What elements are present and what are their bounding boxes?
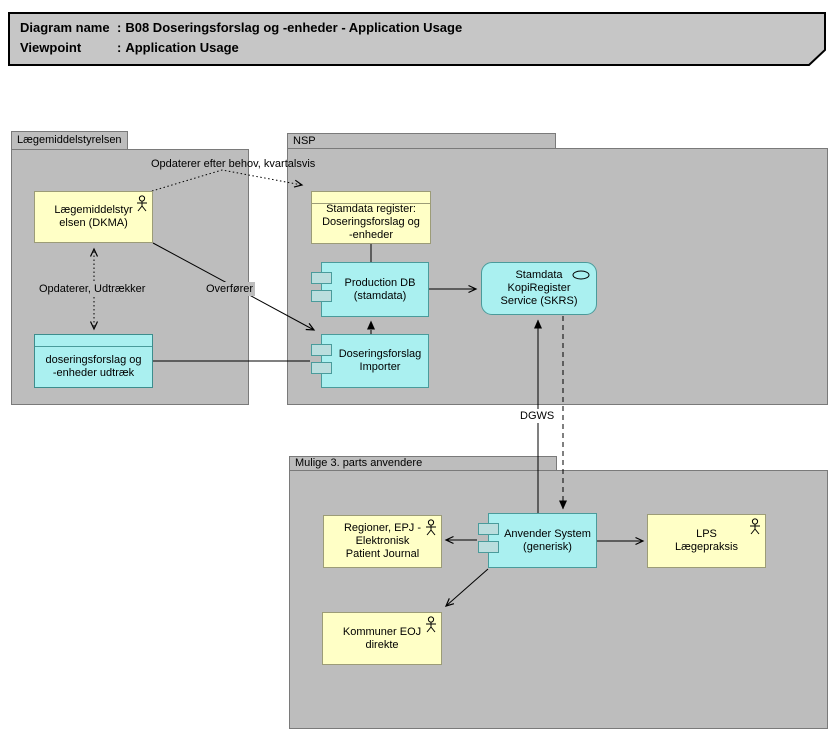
node-label-line: Stamdata [515,269,563,281]
node-label-line: Anvender System [504,527,591,540]
node-laegemiddelstyrelsen-dkma[interactable]: Lægemiddelstyr elsen (DKMA) [34,191,153,243]
component-tab-icon [311,362,332,374]
node-label-line: direkte [365,638,399,651]
group-tab-nsp[interactable]: NSP [287,133,556,149]
node-label-line: Lægemiddelstyr [54,204,133,216]
diagram-title: Diagram name:B08 Doseringsforslag og -en… [20,18,462,58]
node-label-line: -enheder [348,229,394,241]
group-tab-mulige-parts-anvendere[interactable]: Mulige 3. parts anvendere [289,456,557,471]
node-label-line: Lægepraksis [675,541,738,553]
group-body-mulige-parts-anvendere[interactable] [289,470,828,729]
data-object-band [35,335,152,347]
edge-label-dgws: DGWS [518,409,557,423]
node-label-line: Kommuner EOJ [342,625,422,638]
component-tab-icon [311,290,332,302]
node-label-line: LPS [696,528,717,540]
node-label-line: doseringsforslag og [45,353,142,366]
group-tab-laegemiddelstyrelsen[interactable]: Lægemiddelstyrelsen [11,131,128,150]
title-row-value: Application Usage [125,40,239,55]
node-label-line: Service (SKRS) [500,295,578,307]
title-separator: : [117,40,122,55]
node-label-line: Doseringsforslag og [322,216,420,228]
node-label-line: Production DB [344,276,416,289]
edge-label-overfoerer: Overfører [204,282,256,296]
actor-icon [750,518,760,535]
node-label-line: Elektronisk [355,535,410,547]
actor-icon [426,616,436,633]
title-row-value: B08 Doseringsforslag og -enheder - Appli… [125,20,463,35]
edge-label-opdaterer-udtraekker: Opdaterer, Udtrækker [37,282,148,296]
node-label-line: (generisk) [523,540,572,553]
title-row-label: Diagram name [20,20,110,35]
node-kommuner-eoj[interactable]: Kommuner EOJ direkte [322,612,442,665]
node-stamdata-register[interactable]: Stamdata register: Doseringsforslag og -… [311,191,431,244]
node-production-db[interactable]: Production DB (stamdata) [311,262,429,317]
component-tab-icon [311,272,332,284]
node-regioner-epj[interactable]: Regioner, EPJ - Elektronisk Patient Jour… [323,515,442,568]
node-label-line: (stamdata) [353,289,407,302]
title-row-label: Viewpoint [20,40,82,55]
node-label-line: -enheder udtræk [52,366,135,379]
edge-label-opdaterer-kvartalsvis: Opdaterer efter behov, kvartalsvis [151,158,316,170]
node-stamdata-kopiregister-service[interactable]: Stamdata KopiRegister Service (SKRS) [481,262,597,315]
node-label-line: elsen (DKMA) [59,217,128,229]
node-label-line: Doseringsforslag [338,348,422,360]
component-tab-icon [311,344,332,356]
node-label-line: Stamdata register: [326,203,416,215]
component-tab-icon [478,523,499,535]
actor-icon [137,195,147,212]
node-doseringsforslag-udtraek[interactable]: doseringsforslag og -enheder udtræk [34,334,153,388]
service-oval-icon [572,270,590,280]
actor-icon [426,519,436,536]
node-lps-laegepraksis[interactable]: LPS Lægepraksis [647,514,766,568]
title-separator: : [117,20,122,35]
node-anvender-system[interactable]: Anvender System (generisk) [478,513,597,568]
data-object-band [312,192,430,204]
node-doseringsforslag-importer[interactable]: Doseringsforslag Importer [311,334,429,388]
component-tab-icon [478,541,499,553]
node-label-line: Importer [359,361,401,373]
node-label-line: KopiRegister [507,282,571,294]
node-label-line: Regioner, EPJ - [343,522,422,534]
node-label-line: Patient Journal [345,548,420,560]
